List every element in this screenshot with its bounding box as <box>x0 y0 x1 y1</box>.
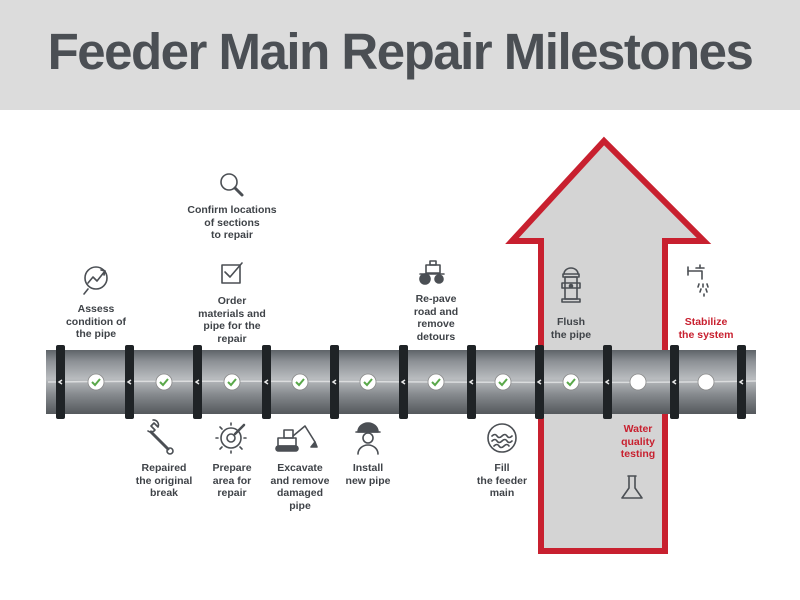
pending-dot-icon <box>629 373 647 391</box>
label-excavate: Excavate and remove damaged pipe <box>270 462 330 512</box>
label-water-quality: Water quality testing <box>620 423 656 460</box>
label-stabilize: Stabilize the system <box>678 316 734 341</box>
check-icon <box>562 373 580 391</box>
pipe-joints <box>56 345 746 419</box>
label-fill: Fill the feeder main <box>476 462 528 499</box>
magnifier-icon <box>220 173 244 197</box>
check-icon <box>87 373 105 391</box>
faucet-icon <box>687 264 709 297</box>
check-icon <box>494 373 512 391</box>
check-icon <box>359 373 377 391</box>
label-repave: Re-pave road and remove detours <box>413 293 459 343</box>
label-flush: Flush the pipe <box>550 316 592 341</box>
label-order-materials: Order materials and pipe for the repair <box>198 295 266 345</box>
water-waves-icon <box>487 423 517 453</box>
header-band <box>0 0 800 110</box>
pipe <box>46 345 757 419</box>
status-markers <box>87 373 715 391</box>
page-title: Feeder Main Repair Milestones <box>47 23 754 80</box>
label-prepare-area: Prepare area for repair <box>212 462 252 499</box>
label-assess: Assess condition of the pipe <box>65 303 127 340</box>
flask-icon <box>621 475 643 499</box>
road-roller-icon <box>419 260 445 285</box>
check-icon <box>427 373 445 391</box>
check-icon <box>155 373 173 391</box>
checklist-icon <box>221 262 243 284</box>
check-icon <box>223 373 241 391</box>
fire-hydrant-icon <box>561 267 581 303</box>
label-install: Install new pipe <box>345 462 391 487</box>
excavator-icon <box>275 425 318 452</box>
worker-icon <box>355 422 381 455</box>
check-icon <box>291 373 309 391</box>
label-confirm-locations: Confirm locations of sections to repair <box>187 204 277 241</box>
gear-wrench-icon <box>215 422 247 454</box>
pending-dot-icon <box>697 373 715 391</box>
chart-trend-icon <box>83 266 108 295</box>
label-repaired-break: Repaired the original break <box>135 462 193 499</box>
wrench-icon <box>147 419 174 455</box>
